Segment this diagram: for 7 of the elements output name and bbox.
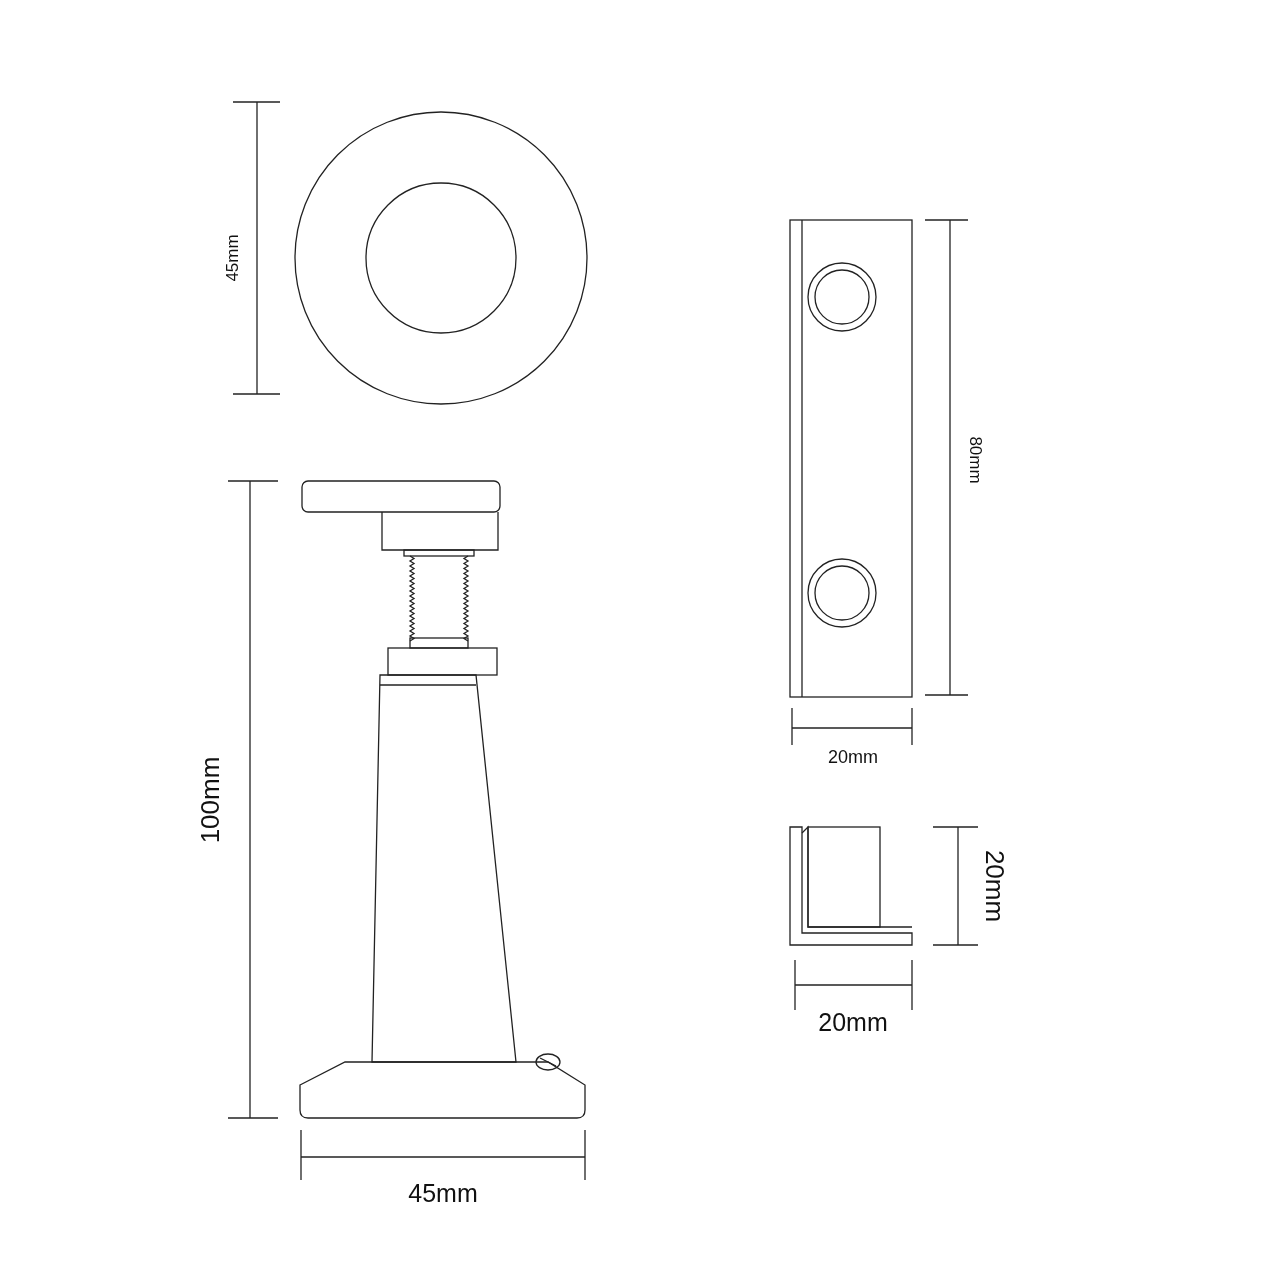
dimension-label: 20mm (828, 748, 878, 766)
dimension-label: 20mm (982, 849, 1008, 923)
dimension-label: 45mm (223, 234, 241, 282)
dimension-label: 20mm (818, 1009, 888, 1035)
dimension-label: 45mm (408, 1180, 478, 1206)
dimension-label: 100mm (197, 756, 223, 844)
dimension-label: 80mm (966, 436, 984, 484)
